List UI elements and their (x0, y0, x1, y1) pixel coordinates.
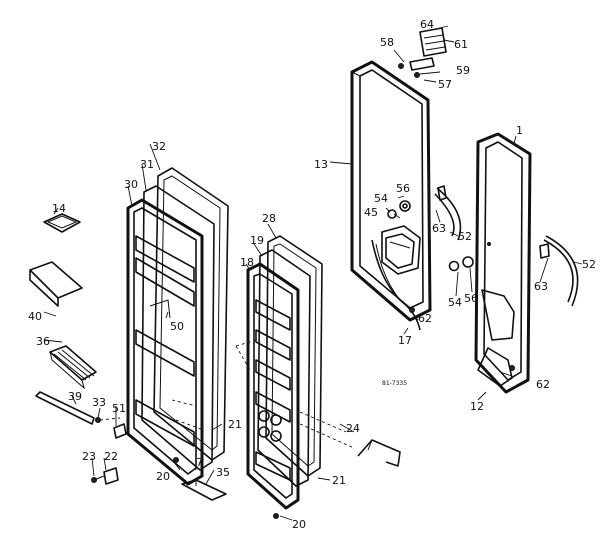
callout-51: 51 (112, 402, 126, 415)
part-1-outer-door (474, 132, 532, 394)
callout-28: 28 (262, 212, 276, 225)
callout-52a: 52 (458, 230, 472, 243)
callout-17: 17 (398, 334, 412, 347)
part-22-23-hinge-pins (91, 467, 119, 485)
part-24-handle-wire (357, 439, 401, 467)
callout-18: 18 (240, 256, 254, 269)
callout-64: 64 (420, 18, 434, 31)
callout-39: 39 (68, 390, 82, 403)
callout-24: 24 (346, 422, 360, 435)
callout-62b: 62 (536, 378, 550, 391)
dashed-assembly-lines (99, 399, 205, 431)
part-33-51-fasteners (95, 417, 127, 439)
callout-45: 45 (364, 206, 378, 219)
part-36-rack (49, 345, 97, 390)
part-39-strip (35, 391, 95, 425)
callout-56a: 56 (396, 182, 410, 195)
part-45-dispenser (381, 225, 421, 275)
callout-30: 30 (124, 178, 138, 191)
callout-52b: 52 (582, 258, 596, 271)
part-40-shelf (29, 261, 83, 307)
part-59-57-clip (409, 57, 435, 78)
callout-54b: 54 (448, 296, 462, 309)
part-19-liner (257, 249, 311, 487)
callout-31: 31 (140, 158, 154, 171)
part-13-door-panel (350, 60, 432, 322)
part-30-door-frame (126, 198, 204, 486)
callout-32: 32 (152, 140, 166, 153)
callout-56b: 56 (464, 292, 478, 305)
part-32-gasket (153, 167, 229, 461)
part-63-52-hinge-right (539, 235, 579, 307)
callout-35: 35 (216, 466, 230, 479)
part-54-56-right (448, 256, 474, 272)
callout-19: 19 (250, 234, 264, 247)
callout-58: 58 (380, 36, 394, 49)
callout-59: 59 (456, 64, 470, 77)
callout-61: 61 (454, 38, 468, 51)
leader-lines (43, 25, 583, 521)
callout-50: 50 (170, 320, 184, 333)
part-12-bracket (477, 347, 515, 387)
callout-63a: 63 (432, 222, 446, 235)
callout-14: 14 (52, 202, 66, 215)
callout-labels: 64 61 58 59 57 13 56 54 45 63 52 62 17 1… (28, 18, 596, 531)
callout-62a: 62 (418, 312, 432, 325)
dashed-assembly-lines-mid (235, 339, 355, 449)
callout-23: 23 (82, 450, 96, 463)
part-20-screw-left (173, 457, 179, 463)
part-31-liner (141, 185, 215, 471)
part-20-screw-bottom (273, 513, 279, 519)
callout-40: 40 (28, 310, 42, 323)
callout-33: 33 (92, 396, 106, 409)
figure-code: 81-7335 (382, 380, 407, 387)
callout-13: 13 (314, 158, 328, 171)
part-54-56-grommets (387, 200, 411, 219)
part-64-61-plate (419, 27, 447, 57)
callout-12: 12 (470, 400, 484, 413)
callout-1: 1 (516, 124, 523, 137)
callout-36: 36 (36, 335, 50, 348)
callout-63b: 63 (534, 280, 548, 293)
part-58-screw (398, 63, 404, 69)
callout-21a: 21 (228, 418, 242, 431)
part-18-shelf-frame (246, 262, 300, 510)
callout-21b: 21 (332, 474, 346, 487)
callout-7: 7 (196, 456, 203, 469)
callout-22: 22 (104, 450, 118, 463)
callout-20a: 20 (156, 470, 170, 483)
callout-20b: 20 (292, 518, 306, 531)
callout-54a: 54 (374, 192, 388, 205)
part-14-tray (43, 213, 81, 233)
part-35-rod (181, 479, 227, 501)
callout-57: 57 (438, 78, 452, 91)
